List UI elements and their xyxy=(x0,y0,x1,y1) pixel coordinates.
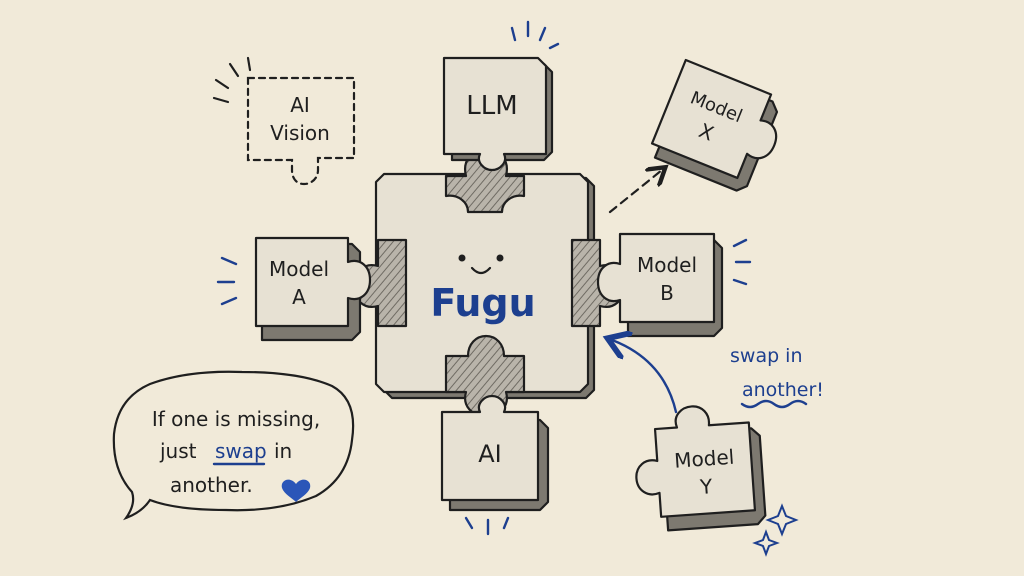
piece-ai-label: AI xyxy=(478,440,502,468)
emphasis-marks-right xyxy=(732,238,752,286)
ghost-piece-line1: AI xyxy=(290,93,310,117)
heart-icon xyxy=(281,479,311,502)
swap-note: swap in another! xyxy=(730,345,824,409)
piece-model-a[interactable]: Model A xyxy=(254,236,372,342)
bubble-line1: If one is missing, xyxy=(152,407,320,431)
swap-note-line2: another! xyxy=(742,379,824,401)
emphasis-marks-ghost xyxy=(212,56,252,104)
center-title: Fugu xyxy=(430,281,535,325)
floating-piece-model-x[interactable]: Model X xyxy=(648,58,792,197)
bubble-line3: another. xyxy=(170,473,253,497)
piece-ai[interactable]: AI xyxy=(440,394,550,512)
floating-piece-model-y[interactable]: Model Y xyxy=(632,402,767,532)
ghost-piece-line2: Vision xyxy=(270,121,330,145)
piece-model-b[interactable]: Model B xyxy=(596,232,724,338)
piece-model-a-line2: A xyxy=(292,285,306,309)
swap-arrow-icon xyxy=(612,340,678,414)
floating-piece-y-line1: Model xyxy=(673,445,735,473)
emphasis-marks-bottom xyxy=(464,516,510,536)
piece-model-b-line2: B xyxy=(660,281,674,305)
ghost-piece-ai-vision[interactable]: AI Vision xyxy=(246,76,356,186)
piece-llm[interactable]: LLM xyxy=(442,56,554,172)
sparkle-icon xyxy=(752,503,799,557)
bubble-line2-a: just xyxy=(159,439,197,463)
piece-llm-label: LLM xyxy=(466,91,517,121)
speech-bubble: If one is missing, just swap in another. xyxy=(112,370,355,521)
emphasis-marks-left xyxy=(216,256,238,306)
bubble-line2-c: in xyxy=(274,439,292,463)
center-hub: Fugu xyxy=(352,148,626,418)
swap-note-line1: swap in xyxy=(730,345,803,367)
piece-model-b-line1: Model xyxy=(637,253,697,277)
smiley-face-icon xyxy=(458,254,504,275)
piece-model-a-line1: Model xyxy=(269,257,329,281)
arrow-icon xyxy=(608,170,662,214)
emphasis-marks-top xyxy=(510,20,560,50)
floating-piece-y-line2: Y xyxy=(698,474,714,499)
bubble-line2-b: swap xyxy=(215,439,267,463)
